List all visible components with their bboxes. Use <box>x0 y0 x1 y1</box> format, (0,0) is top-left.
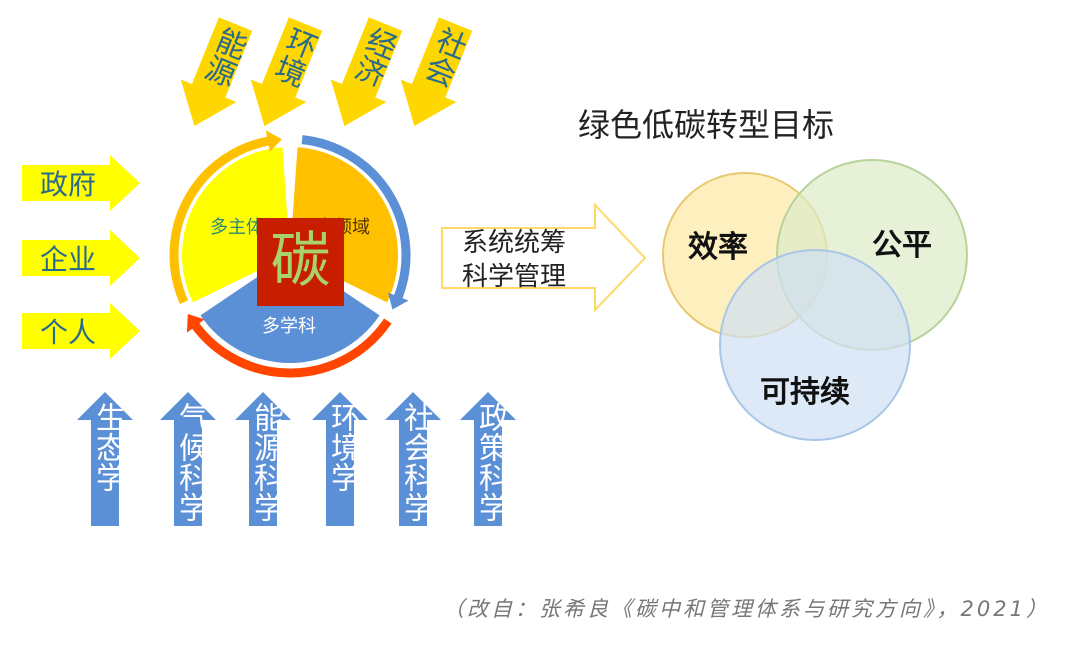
goals-title: 绿色低碳转型目标 <box>578 106 835 144</box>
top-arrow: 环境 <box>237 13 334 137</box>
bottom-arrow-label: 环境学 <box>325 402 360 492</box>
bottom-arrow: 生态学 <box>77 392 133 526</box>
left-arrow-label: 企业 <box>40 243 97 276</box>
arc-arrow-orange-head <box>265 130 282 152</box>
top-arrow: 能源 <box>167 13 264 137</box>
goal-equity: 公平 <box>872 228 932 263</box>
left-arrow-label: 政府 <box>40 168 97 201</box>
bottom-arrow: 政策科学 <box>460 392 516 526</box>
left-arrow: 政府 <box>22 155 142 211</box>
arc-arrow-blue-head <box>388 292 409 310</box>
multi-discipline-label: 多学科 <box>262 316 316 337</box>
sector-multi-discipline <box>200 255 380 363</box>
top-arrow: 经济 <box>317 13 414 137</box>
left-arrow-label: 个人 <box>40 316 97 349</box>
arc-arrow-red-head <box>186 314 205 333</box>
bottom-arrow-label: 生态学 <box>90 402 125 492</box>
left-arrow: 企业 <box>22 230 142 286</box>
carbon-label: 碳 <box>270 226 331 296</box>
bottom-arrow: 环境学 <box>312 392 368 526</box>
arc-arrow-orange <box>169 136 271 305</box>
arc-arrow-blue <box>301 135 411 301</box>
citation: （改自：张希良《碳中和管理体系与研究方向》，2021） <box>443 597 1050 621</box>
process-line1: 系统统筹 <box>462 228 567 258</box>
goal-efficiency: 效率 <box>688 230 748 265</box>
bottom-arrow: 能源科学 <box>235 392 291 526</box>
goal-sustainable: 可持续 <box>760 375 850 410</box>
process-arrow <box>441 202 647 313</box>
bottom-arrow-label: 政策科学 <box>473 402 508 522</box>
bottom-arrow-label: 能源科学 <box>248 402 283 522</box>
carbon-box <box>257 218 344 306</box>
bottom-arrow: 气候科学 <box>160 392 216 526</box>
bottom-arrow: 社会科学 <box>385 392 441 526</box>
multi-actor-label: 多主体 <box>210 217 264 238</box>
top-arrow: 社会 <box>387 13 484 137</box>
arc-arrow-red <box>190 318 392 378</box>
venn-sustainable-circle <box>719 249 911 441</box>
bottom-arrow-label: 气候科学 <box>173 402 208 522</box>
bottom-arrow-label: 社会科学 <box>398 402 433 522</box>
process-line2: 科学管理 <box>462 262 567 292</box>
left-arrow: 个人 <box>22 303 142 359</box>
